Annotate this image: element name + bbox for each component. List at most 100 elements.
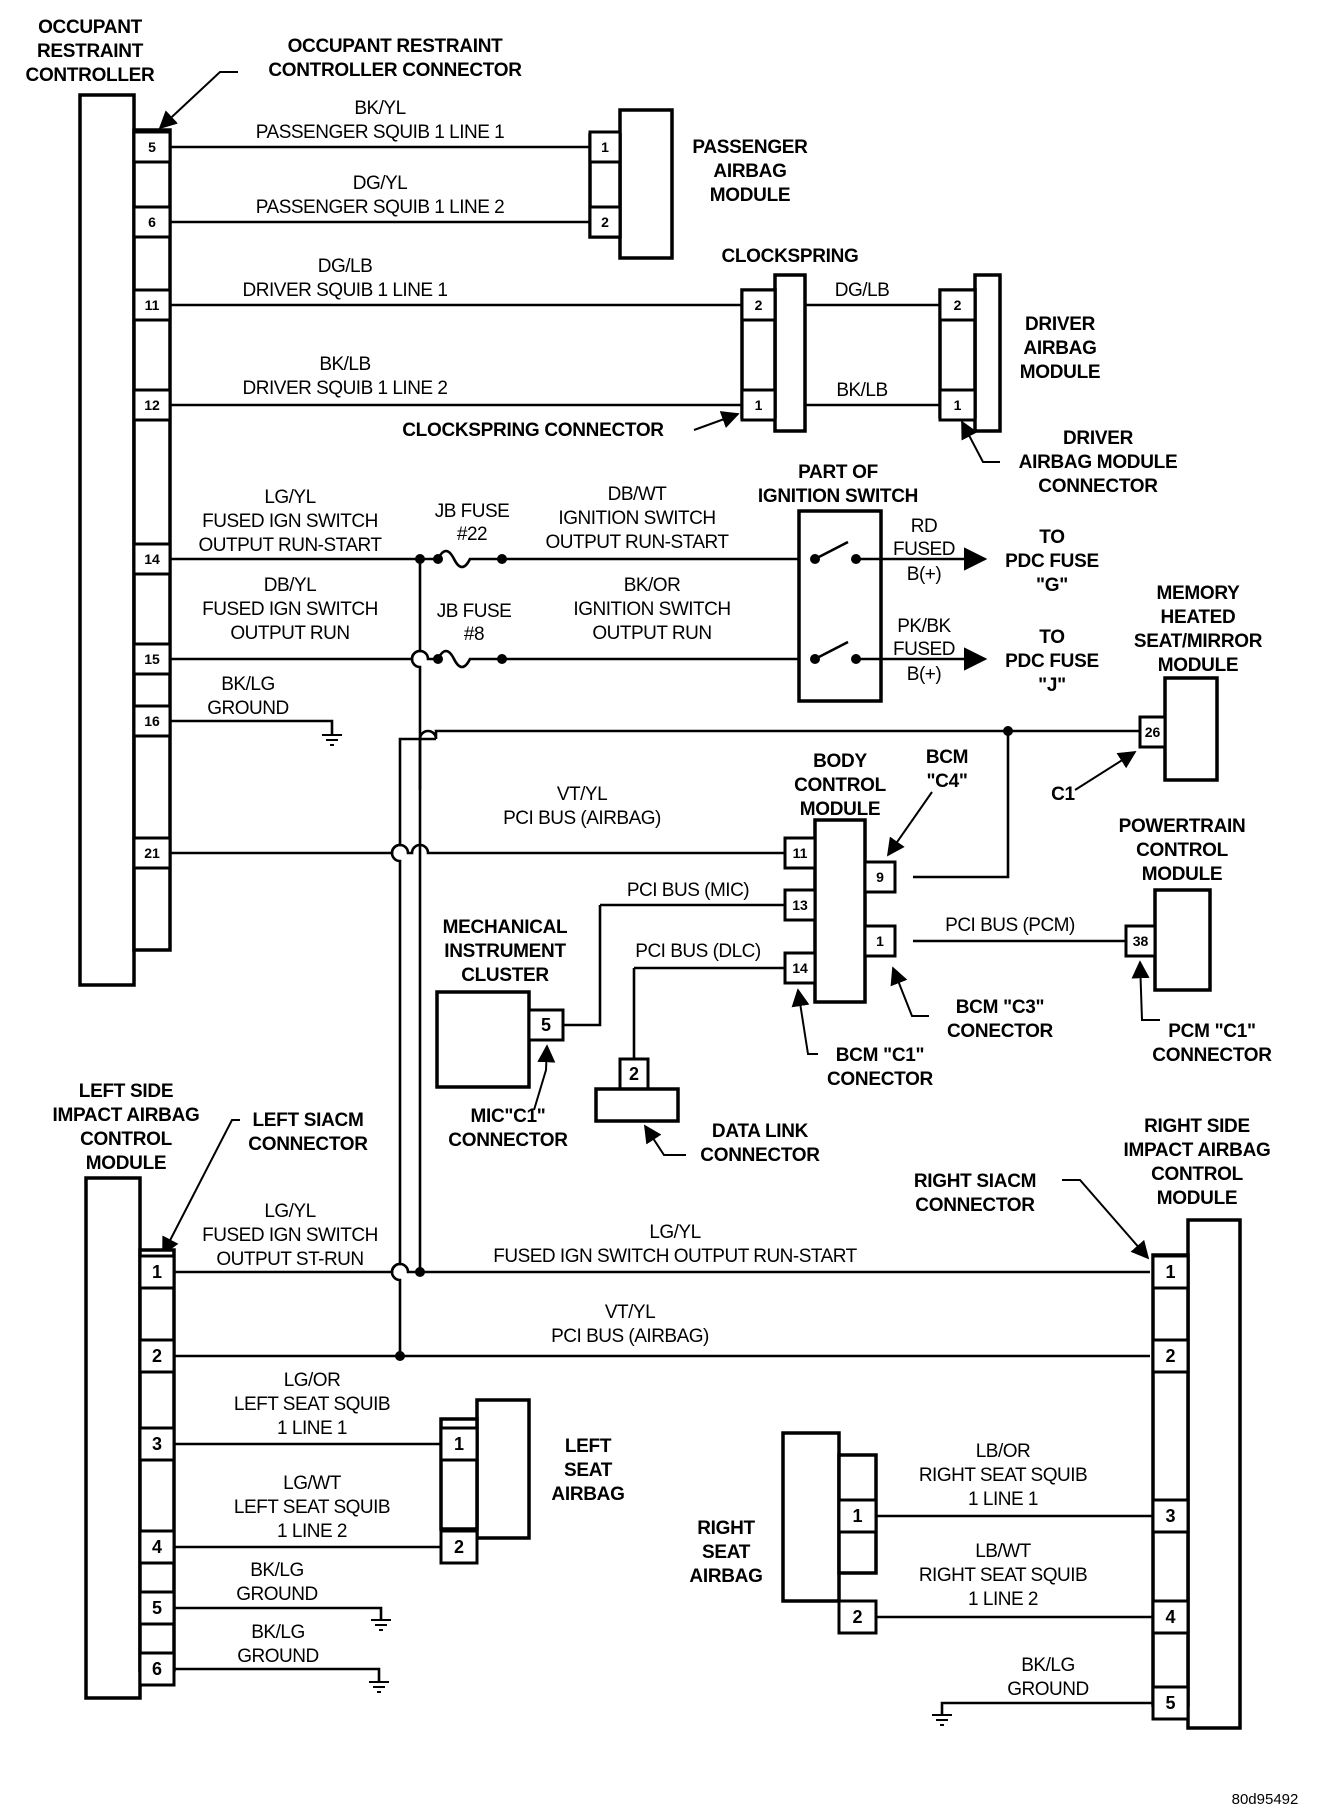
right-seat-airbag-title-line: AIRBAG [689,1566,762,1587]
bcm-c1-label-line: CONECTOR [827,1069,934,1090]
wire-color-label: VT/YL [557,784,607,805]
mic-c1-label-line: MIC"C1" [470,1106,545,1127]
wire-function-label: B(+) [907,664,942,685]
driver-airbag-title-line: MODULE [1020,362,1101,383]
wire-bcm-c4-pin9 [913,731,1010,879]
wire-function-label: DRIVER SQUIB 1 LINE 1 [243,280,448,301]
wire-function-label: PCI BUS (AIRBAG) [503,808,661,829]
wire-function-label: 1 LINE 1 [968,1489,1038,1510]
connector-pin [837,1498,878,1534]
wire-function-label: 1 LINE 1 [277,1418,347,1439]
pin-number: 2 [601,214,609,230]
pin-number: 26 [1145,724,1161,740]
connector-pin [439,1426,479,1462]
bcm-title: BODY CONTROL MODULE [794,751,887,820]
left-siacm-connector-arrow [162,1119,240,1256]
connector-pin [439,1529,479,1565]
connector-pin [783,836,817,870]
wire-color-label: LB/WT [975,1541,1031,1562]
wire-function-label: FUSED [893,639,955,660]
wire-function-label: FUSED IGN SWITCH [202,511,378,532]
orc-title: OCCUPANT RESTRAINT CONTROLLER [26,17,156,86]
connector-pin [1151,1254,1190,1290]
wire-function-label: FUSED IGN SWITCH [202,1225,378,1246]
passenger-airbag-title: PASSENGER AIRBAG MODULE [692,137,808,206]
left-seat-airbag-pins: 12 [439,1426,479,1565]
mic-c1-arrow [533,1044,556,1111]
wire-color-label: BK/LG [251,1622,304,1643]
mic-c1-label-line: CONNECTOR [448,1130,568,1151]
right-siacm-connector-label-line: CONNECTOR [915,1195,1035,1216]
wire-function-label: PASSENGER SQUIB 1 LINE 1 [256,122,504,143]
pcm-title-line: CONTROL [1136,840,1229,861]
connector-pin [588,130,622,164]
wire-vertical-ign-run-start [410,559,422,1272]
left-seat-airbag-title-line: SEAT [564,1460,613,1481]
orc-title-line: CONTROLLER [26,65,156,86]
driver-airbag-title-line: DRIVER [1025,314,1096,335]
ignition-switch-title-line: IGNITION SWITCH [758,486,918,507]
left-side-impact-airbag-control-module [84,1176,142,1700]
driver-airbag-pins: 21 [938,288,977,422]
orc-connector-arrow [158,71,238,130]
left-seat-airbag-title-line: LEFT [565,1436,612,1457]
bcm-title-line: CONTROL [794,775,887,796]
wire-color-label: DG/LB [835,280,890,301]
driver-airbag-connector-label-line: CONNECTOR [1038,476,1158,497]
pin-number: 3 [1165,1506,1175,1526]
wire-color-label: DG/YL [353,173,408,194]
pin-number: 2 [852,1607,862,1627]
driver-airbag-connector-label-line: AIRBAG MODULE [1019,452,1178,473]
pcm-c1-label-line: PCM "C1" [1168,1021,1255,1042]
bcm-c1-arrow [791,988,818,1055]
wire-left-siacm-ground-5 [174,1606,383,1620]
memory-heated-seat-mirror-module [1163,676,1219,782]
wire-color-label: BK/OR [624,575,681,596]
right-seat-airbag-title: RIGHT SEAT AIRBAG [689,1518,762,1587]
wire-function-label: PCI BUS (MIC) [627,880,749,901]
left-siacm-title-line: MODULE [86,1153,167,1174]
wire-function-label: IGNITION SWITCH [573,599,730,620]
wire-function-label: FUSED IGN SWITCH OUTPUT RUN-START [493,1246,857,1267]
pin-number: 4 [152,1537,162,1557]
wire-color-label: DB/WT [608,484,668,505]
bcm-c3-label-line: CONECTOR [947,1021,1054,1042]
memory-module-title-line: MEMORY [1157,583,1241,604]
right-side-impact-airbag-control-module [1186,1218,1242,1730]
bcm-c4-label-line: "C4" [926,771,967,792]
driver-airbag-title-line: AIRBAG [1023,338,1096,359]
mic-title-line: INSTRUMENT [444,941,566,962]
bcm-c1-label-line: BCM "C1" [836,1045,924,1066]
wire-function-label: OUTPUT RUN [230,623,349,644]
pin-number: 15 [144,651,160,667]
wire-color-label: LG/OR [284,1370,341,1391]
data-link-connector [594,1087,680,1123]
pdc-fuse-j-label: TO PDC FUSE "J" [1005,627,1099,696]
pdc-label-line: "G" [1036,575,1068,596]
right-seat-airbag-title-line: RIGHT [697,1518,755,1539]
left-seat-airbag-title-line: AIRBAG [551,1484,624,1505]
orc-connector-label-line: OCCUPANT RESTRAINT [288,36,504,57]
wire-right-siacm-ground [940,1701,1153,1715]
pin-number: 11 [145,297,160,313]
right-siacm-title-line: IMPACT AIRBAG [1123,1140,1270,1161]
pin-number: 21 [144,845,160,861]
mic-pin [527,1008,565,1042]
connector-pin [138,1529,176,1565]
wire-function-label: B(+) [907,564,942,585]
left-siacm-title: LEFT SIDE IMPACT AIRBAG CONTROL MODULE [52,1081,199,1174]
wire-color-label: BK/LB [319,354,370,375]
wire-function-label: IGNITION SWITCH [558,508,715,529]
orc-connector-body [132,128,172,952]
fuse-jb22-wire [420,549,799,569]
fuse-number: #22 [457,524,487,545]
wire-function-label: OUTPUT RUN-START [545,532,729,553]
dlc-label: DATA LINK CONNECTOR [644,1121,821,1166]
passenger-airbag-pins: 12 [588,130,622,239]
right-siacm-connector-label: RIGHT SIACM CONNECTOR [914,1171,1150,1260]
diagram-reference-id: 80d95492 [1232,1791,1299,1808]
ignition-switch-title: PART OF IGNITION SWITCH [758,462,918,507]
wire-function-label: OUTPUT RUN [592,623,711,644]
pin-number: 6 [148,214,156,230]
wire-function-label: PASSENGER SQUIB 1 LINE 2 [256,197,504,218]
